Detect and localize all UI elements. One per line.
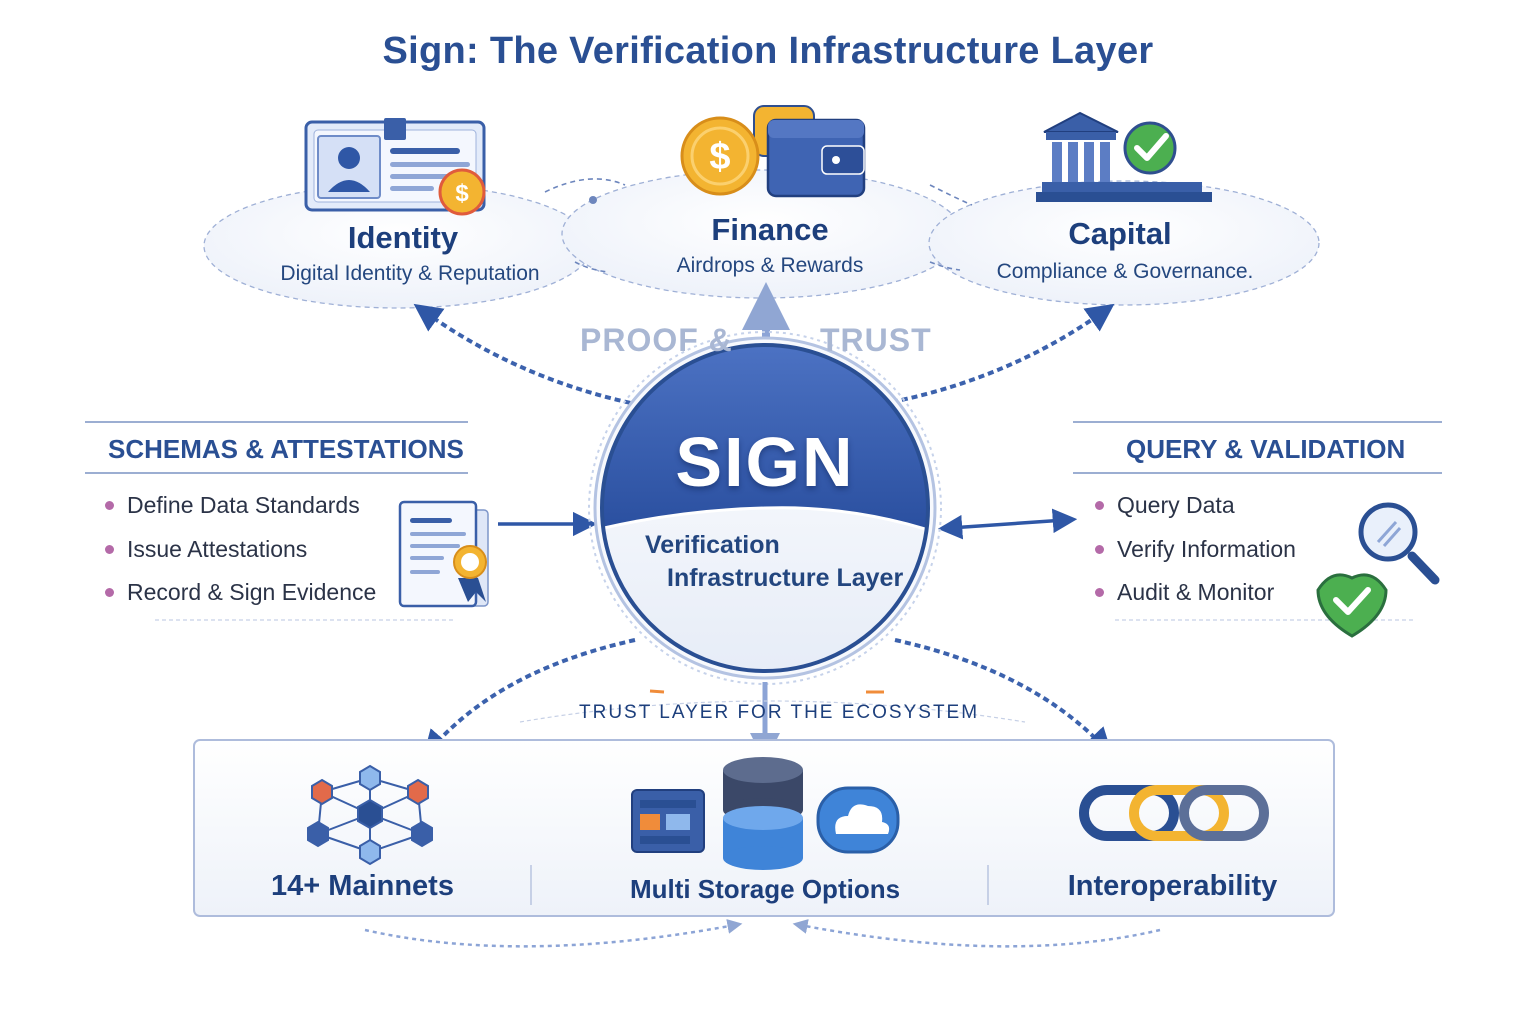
trust-label: TRUST [820, 322, 932, 358]
svg-text:$: $ [455, 180, 469, 207]
interoperability-label: Interoperability [1067, 870, 1278, 902]
magnifier-icon [1358, 502, 1440, 585]
arrow-to-mainnets [422, 638, 636, 759]
arrow-to-capital [891, 303, 1115, 404]
sign-title: SIGN [675, 423, 855, 501]
id-card-icon: $ [304, 118, 486, 216]
schemas-heading: SCHEMAS & ATTESTATIONS [108, 434, 464, 464]
arrow-query-validation [937, 508, 1078, 540]
category-identity-subtitle: Digital Identity & Reputation [280, 262, 540, 285]
schemas-list: Define Data Standards Issue Attestations… [105, 490, 376, 621]
list-item: Record & Sign Evidence [105, 577, 376, 621]
storage-cloud-icon [631, 757, 900, 870]
proof-label: PROOF & [580, 322, 733, 358]
sign-subtitle-line1: Verification [645, 531, 780, 559]
trust-layer-label: TRUST LAYER FOR THE ECOSYSTEM [579, 702, 980, 723]
capital-oval [928, 180, 1320, 306]
category-capital-subtitle: Compliance & Governance. [996, 260, 1254, 283]
page-title: Sign: The Verification Infrastructure La… [382, 30, 1154, 72]
list-item: Issue Attestations [105, 534, 376, 578]
storage-label: Multi Storage Options [629, 874, 901, 904]
arrow-to-identity [413, 303, 641, 407]
category-finance-subtitle: Airdrops & Rewards [676, 254, 864, 277]
arrow-to-interoperability [894, 638, 1113, 757]
certificate-document-icon [398, 500, 489, 608]
sign-subtitle-line2: Infrastructure Layer [667, 564, 904, 592]
svg-text:$: $ [709, 136, 730, 178]
bank-check-icon [1036, 111, 1212, 202]
shield-check-icon [1316, 573, 1388, 638]
coin-wallet-icon: $ [680, 105, 866, 198]
list-item: Query Data [1095, 490, 1296, 534]
category-capital-title: Capital [1068, 216, 1172, 251]
category-finance-title: Finance [711, 212, 829, 247]
query-list: Query Data Verify Information Audit & Mo… [1095, 490, 1296, 621]
sign-center-circle [588, 331, 942, 685]
mainnets-label: 14+ Mainnets [271, 870, 454, 902]
network-nodes-icon [307, 764, 433, 866]
list-item: Audit & Monitor [1095, 577, 1296, 621]
list-item: Verify Information [1095, 534, 1296, 578]
list-item: Define Data Standards [105, 490, 376, 534]
chain-links-icon [1079, 785, 1269, 841]
query-heading: QUERY & VALIDATION [1126, 434, 1406, 464]
category-identity-title: Identity [347, 220, 459, 255]
